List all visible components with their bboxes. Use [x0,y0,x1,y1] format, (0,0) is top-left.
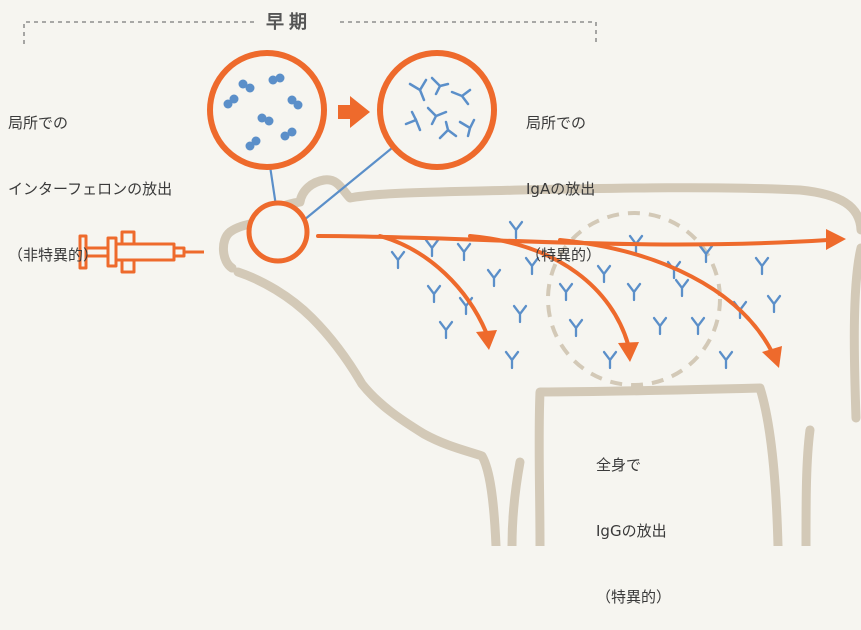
label-local-iga-line-1: 局所での [526,112,601,134]
label-local-interferon: 局所での インターフェロンの放出 （非特異的） [8,68,172,288]
label-local-iga-line-3: （特異的） [526,244,601,266]
arrow-right-icon [338,96,370,128]
label-systemic-igg: 全身で IgGの放出 （特異的） [596,410,671,630]
label-systemic-igg-line-2: IgGの放出 [596,520,671,542]
iga-zoom-circle [380,53,494,167]
label-systemic-igg-line-3: （特異的） [596,586,671,608]
label-local-interferon-line-3: （非特異的） [8,244,172,266]
interferon-zoom-circle [210,53,324,167]
phase-title: 早期 [262,8,316,34]
label-local-interferon-line-1: 局所での [8,112,172,134]
inoculation-site-circle [249,203,307,261]
label-local-iga: 局所での IgAの放出 （特異的） [526,68,601,288]
label-local-interferon-line-2: インターフェロンの放出 [8,178,172,200]
label-systemic-igg-line-1: 全身で [596,454,671,476]
label-local-iga-line-2: IgAの放出 [526,178,601,200]
